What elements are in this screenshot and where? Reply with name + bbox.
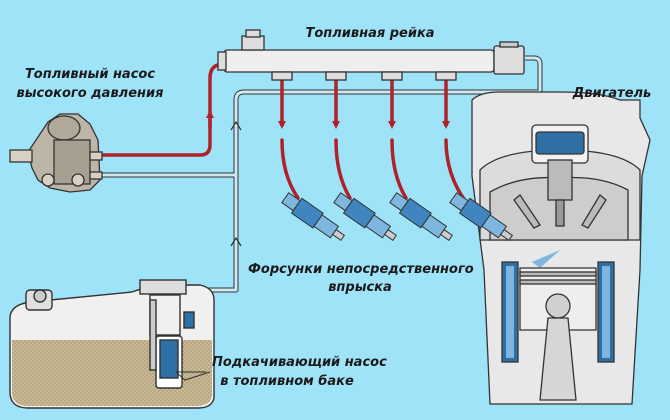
injector-1 [281, 192, 346, 241]
connecting-rod [539, 317, 577, 401]
fuel-rail [217, 29, 525, 81]
hp-pump-label-line2: высокого давления [16, 86, 164, 101]
high-pressure-lines [98, 62, 468, 204]
tank-pump-label-line1: Подкачивающий насос [212, 355, 387, 370]
engine [449, 91, 651, 405]
injector-4 [449, 192, 514, 241]
injector-2 [333, 192, 398, 241]
tank-pump-label-line2: в топливном баке [220, 374, 354, 389]
injectors-label-line1: Форсунки непосредственного [248, 262, 474, 277]
fuel-spray [532, 250, 560, 268]
engine-label: Двигатель [572, 86, 652, 101]
fuel-tank [9, 279, 215, 409]
arrow-icon [230, 120, 242, 131]
injector-3 [389, 192, 454, 241]
low-pressure-flow-arrows [230, 120, 242, 247]
high-pressure-pump [9, 113, 103, 193]
fuel-pump-icon [139, 279, 195, 389]
hp-pump-label-line1: Топливный насос [24, 67, 156, 82]
injectors-label-line2: впрыска [328, 280, 392, 295]
arrow-icon [230, 236, 242, 247]
fuel-rail-label: Топливная рейка [305, 26, 435, 41]
label-leaders [175, 371, 211, 381]
